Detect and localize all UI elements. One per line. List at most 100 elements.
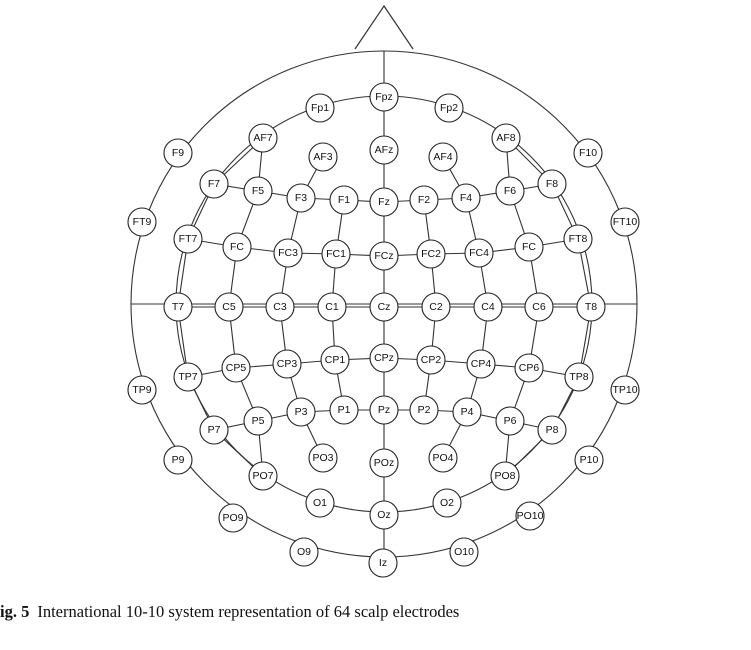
electrode-circle bbox=[434, 93, 464, 123]
electrode-circle bbox=[163, 138, 193, 168]
electrode-circle bbox=[369, 82, 399, 112]
electrode-circle bbox=[514, 353, 544, 383]
electrode: O1 bbox=[305, 488, 335, 518]
electrode-circle bbox=[127, 375, 157, 405]
electrode: FT7 bbox=[173, 224, 203, 254]
electrode-label: FT8 bbox=[569, 233, 588, 245]
electrode-circle bbox=[514, 232, 544, 262]
electrode-label: PO9 bbox=[222, 512, 243, 524]
electrode-circle bbox=[320, 345, 350, 375]
electrode-label: F1 bbox=[338, 194, 350, 206]
electrode: CP6 bbox=[514, 353, 544, 383]
nose-triangle bbox=[354, 4, 414, 50]
electrode-circle bbox=[491, 123, 521, 153]
electrode: TP9 bbox=[127, 375, 157, 405]
electrode-label: FC3 bbox=[278, 247, 298, 259]
electrode-label: PO4 bbox=[432, 452, 453, 464]
electrode: F1 bbox=[329, 185, 359, 215]
electrode-circle bbox=[464, 238, 494, 268]
electrode-circle bbox=[127, 207, 157, 237]
electrode-label: CP4 bbox=[471, 358, 492, 370]
electrode-label: FC4 bbox=[469, 247, 489, 259]
electrode: TP8 bbox=[564, 362, 594, 392]
electrode: F4 bbox=[451, 183, 481, 213]
electrode: Iz bbox=[368, 548, 398, 578]
electrode-circle bbox=[286, 183, 316, 213]
figure-label: ig. 5 bbox=[0, 602, 30, 621]
electrode-label: C4 bbox=[481, 301, 495, 313]
electrode-circle bbox=[369, 187, 399, 217]
electrode: O9 bbox=[289, 537, 319, 567]
electrode: C2 bbox=[421, 292, 451, 322]
electrode: FCz bbox=[369, 241, 399, 271]
electrode-circle bbox=[537, 415, 567, 445]
electrode-circle bbox=[466, 349, 496, 379]
electrode-label: AFz bbox=[375, 144, 394, 156]
electrode-circle bbox=[289, 537, 319, 567]
electrode: P8 bbox=[537, 415, 567, 445]
electrode-circle bbox=[218, 503, 248, 533]
electrode-circle bbox=[199, 169, 229, 199]
electrode-label: F6 bbox=[504, 185, 516, 197]
electrode: P6 bbox=[495, 406, 525, 436]
electrode-circle bbox=[574, 445, 604, 475]
electrode: Fz bbox=[369, 187, 399, 217]
electrode-circle bbox=[265, 292, 295, 322]
electrode: P3 bbox=[286, 397, 316, 427]
electrode-circle bbox=[369, 343, 399, 373]
electrode-label: F4 bbox=[460, 192, 472, 204]
electrode: F8 bbox=[537, 169, 567, 199]
electrode-label: FC bbox=[230, 241, 244, 253]
electrode: CPz bbox=[369, 343, 399, 373]
electrode: TP7 bbox=[173, 362, 203, 392]
electrode: POz bbox=[369, 448, 399, 478]
electrode-circle bbox=[610, 375, 640, 405]
electrode: PO7 bbox=[248, 461, 278, 491]
electrode-circle bbox=[308, 142, 338, 172]
electrode-circle bbox=[369, 448, 399, 478]
electrode: TP10 bbox=[610, 375, 640, 405]
electrode-circle bbox=[573, 138, 603, 168]
electrode: CP4 bbox=[466, 349, 496, 379]
electrode-label: C6 bbox=[532, 301, 546, 313]
electrode-label: P8 bbox=[546, 424, 559, 436]
electrode-circle bbox=[524, 292, 554, 322]
electrode-circle bbox=[428, 142, 458, 172]
electrode-circle bbox=[421, 292, 451, 322]
electrode-circle bbox=[243, 406, 273, 436]
electrode: C1 bbox=[317, 292, 347, 322]
electrode: Fpz bbox=[369, 82, 399, 112]
electrode-label: AF4 bbox=[433, 151, 452, 163]
electrode: Fp2 bbox=[434, 93, 464, 123]
electrode-label: Fp2 bbox=[440, 102, 458, 114]
electrode-label: Iz bbox=[379, 557, 387, 569]
electrode-label: FC1 bbox=[326, 248, 346, 260]
electrode-circle bbox=[409, 395, 439, 425]
electrode-label: FT9 bbox=[133, 216, 152, 228]
electrode-label: PO3 bbox=[312, 452, 333, 464]
electrode-circle bbox=[214, 292, 244, 322]
electrode: F10 bbox=[573, 138, 603, 168]
electrode-label: P9 bbox=[172, 454, 185, 466]
electrode-circle bbox=[369, 395, 399, 425]
electrode-circle bbox=[564, 362, 594, 392]
electrode: PO3 bbox=[308, 443, 338, 473]
electrode: P2 bbox=[409, 395, 439, 425]
electrode: AF4 bbox=[428, 142, 458, 172]
electrode: P9 bbox=[163, 445, 193, 475]
electrode: P10 bbox=[574, 445, 604, 475]
electrode-circle bbox=[173, 224, 203, 254]
electrode-circle bbox=[495, 406, 525, 436]
electrode: FC2 bbox=[416, 239, 446, 269]
electrode: AF7 bbox=[248, 123, 278, 153]
electrode: CP3 bbox=[272, 349, 302, 379]
electrode-circle bbox=[317, 292, 347, 322]
electrode-circle bbox=[432, 488, 462, 518]
electrode: PO4 bbox=[428, 443, 458, 473]
electrode-circle bbox=[321, 239, 351, 269]
electrode: Cz bbox=[369, 292, 399, 322]
electrode-label: FC2 bbox=[421, 248, 441, 260]
electrode-label: TP7 bbox=[178, 371, 197, 383]
electrode-label: P7 bbox=[208, 424, 221, 436]
